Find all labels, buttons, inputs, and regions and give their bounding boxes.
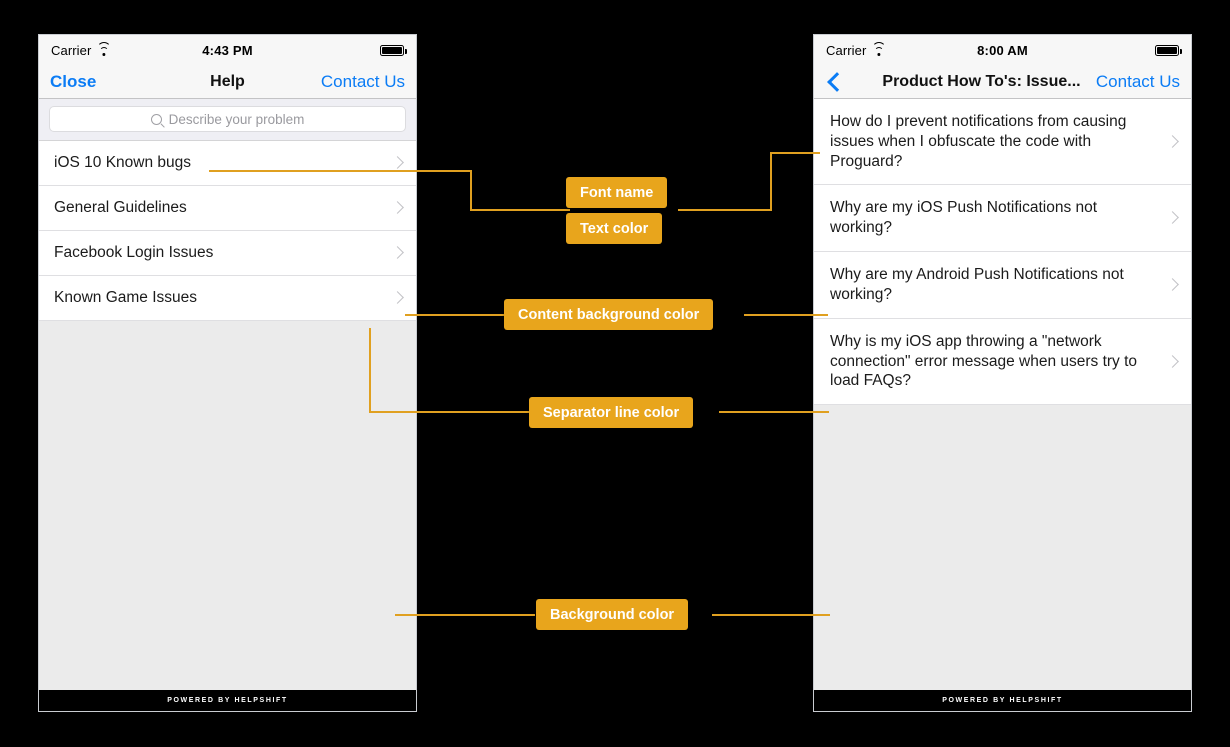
contact-us-button[interactable]: Contact Us [1095,71,1180,91]
phone-mockup-left: Carrier 4:43 PM Close Help Contact Us De… [38,34,417,712]
leader-line-separator-right [719,411,829,413]
chevron-right-icon [1166,278,1179,291]
battery-icon [1155,44,1182,56]
list-item[interactable]: Why are my Android Push Notifications no… [814,252,1191,319]
chevron-right-icon [391,201,404,214]
wifi-icon [871,42,886,56]
carrier-label: Carrier [51,42,92,58]
leader-line-separator-left [369,411,531,413]
leader-line-font-name-right-elbow [770,153,772,211]
search-bar-container: Describe your problem [39,99,416,141]
faq-section-list: iOS 10 Known bugs General Guidelines Fac… [39,141,416,321]
list-item[interactable]: Facebook Login Issues [39,231,416,276]
annotation-content-background-color: Content background color [504,299,714,330]
wifi-icon [96,42,111,56]
leader-line-font-name-left-elbow [470,170,472,211]
leader-line-font-name-left [209,170,472,172]
leader-line-separator-left-elbow [369,328,371,413]
annotation-font-name: Font name [566,177,668,208]
empty-background-area [814,405,1191,690]
leader-line-font-name-left-tail [470,209,570,211]
list-item-label: Facebook Login Issues [54,244,214,262]
clock-label: 8:00 AM [977,42,1028,58]
status-bar-right: Carrier 8:00 AM [814,35,1191,65]
list-item[interactable]: Known Game Issues [39,276,416,321]
leader-line-content-bg-left [405,314,505,316]
leader-line-background-left [395,614,535,616]
status-bar-left: Carrier 4:43 PM [39,35,416,65]
chevron-right-icon [1166,134,1179,148]
leader-line-background-right [712,614,830,616]
list-item[interactable]: Why are my iOS Push Notifications not wo… [814,185,1191,253]
battery-icon [380,44,407,56]
list-item[interactable]: Why is my iOS app throwing a "network co… [814,318,1191,406]
empty-background-area [39,321,416,690]
status-bar-left-group: Carrier [826,42,886,58]
chevron-right-icon [391,291,404,304]
footer-bar: POWERED BY HELPSHIFT [39,690,416,711]
list-item-label: iOS 10 Known bugs [54,154,192,172]
faq-list: How do I prevent notifications from caus… [814,99,1191,406]
search-input[interactable]: Describe your problem [49,106,406,132]
list-item[interactable]: General Guidelines [39,186,416,231]
nav-bar-left: Close Help Contact Us [39,65,416,99]
status-bar-left-group: Carrier [51,42,111,58]
back-chevron-icon[interactable] [825,71,841,93]
list-item-label: Known Game Issues [54,289,198,307]
status-bar-right-group [1155,44,1182,56]
annotation-text-color: Text color [566,213,663,244]
leader-line-font-name-right [770,152,820,154]
list-item[interactable]: How do I prevent notifications from caus… [814,99,1191,186]
powered-by-label: POWERED BY HELPSHIFT [167,697,288,704]
status-bar-right-group [380,44,407,56]
leader-line-content-bg-right [744,314,828,316]
chevron-right-icon [1166,211,1179,225]
phone-mockup-right: Carrier 8:00 AM Product How To's: Issue.… [813,34,1192,712]
list-item[interactable]: iOS 10 Known bugs [39,141,416,186]
chevron-right-icon [1166,354,1179,368]
leader-line-font-name-right-tail [678,209,772,211]
search-placeholder: Describe your problem [168,111,305,127]
carrier-label: Carrier [826,42,867,58]
chevron-right-icon [391,156,404,169]
list-item-label: Why are my Android Push Notifications no… [830,266,1124,303]
contact-us-button[interactable]: Contact Us [320,71,405,91]
footer-bar: POWERED BY HELPSHIFT [814,690,1191,711]
list-item-label: Why is my iOS app throwing a "network co… [830,332,1138,390]
annotation-separator-line-color: Separator line color [529,397,694,428]
list-item-label: Why are my iOS Push Notifications not wo… [830,199,1098,237]
annotation-background-color: Background color [536,599,689,630]
close-button[interactable]: Close [50,71,97,91]
list-item-label: How do I prevent notifications from caus… [830,113,1127,170]
nav-bar-right: Product How To's: Issue... Contact Us [814,65,1191,99]
powered-by-label: POWERED BY HELPSHIFT [942,697,1063,704]
chevron-right-icon [391,246,404,259]
list-item-label: General Guidelines [54,199,187,217]
search-icon [150,113,162,125]
clock-label: 4:43 PM [202,42,253,58]
